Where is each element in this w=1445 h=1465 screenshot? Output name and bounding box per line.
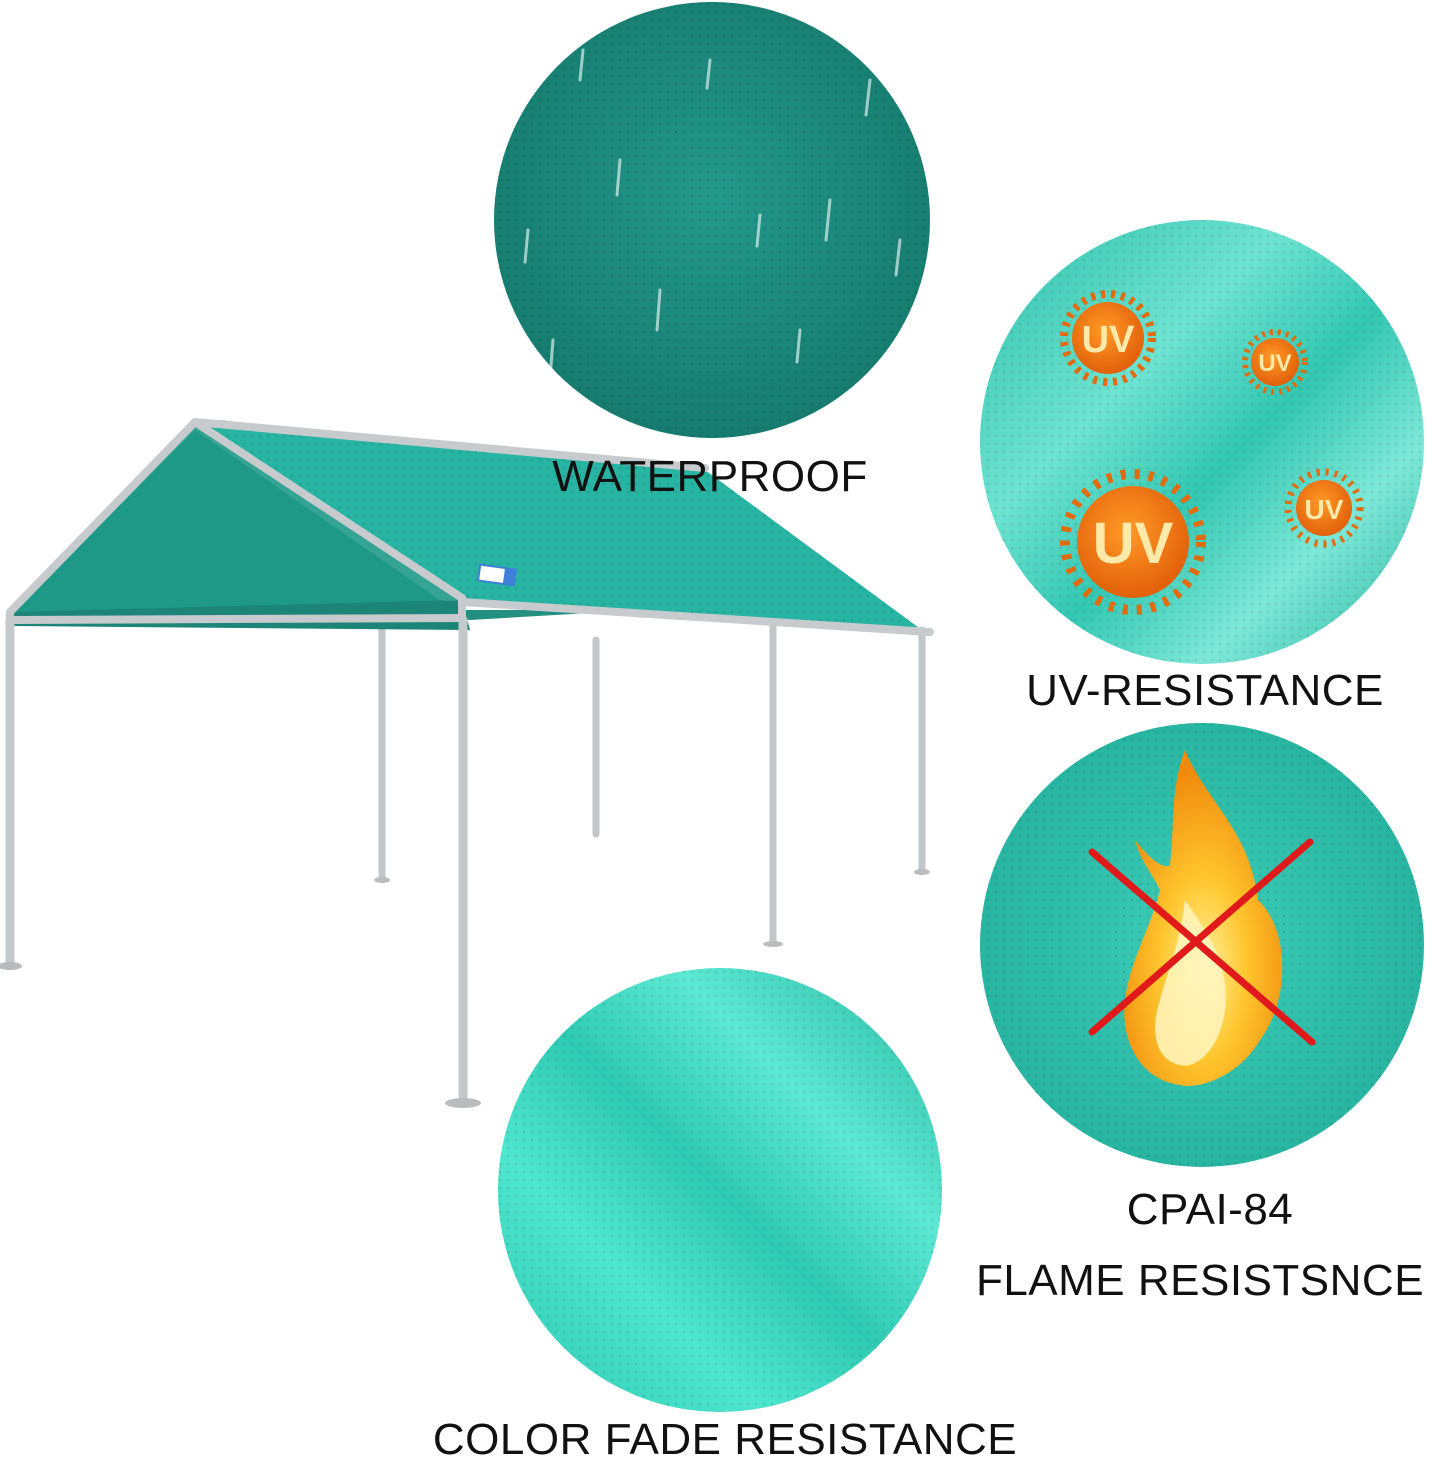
uv-sun-icon: UV (1060, 469, 1206, 615)
svg-text:UV: UV (1093, 511, 1174, 576)
uv-resistance-swatch: UV UV UV UV (980, 220, 1424, 664)
uv-sun-icon: UV (1060, 290, 1156, 386)
prohibited-cross-icon (1088, 838, 1316, 1046)
flame-resistance-label: FLAME RESISTSNCE (975, 1256, 1425, 1305)
color-fade-swatch (498, 968, 942, 1412)
uv-sun-icon: UV (1284, 468, 1364, 548)
uv-resistance-label: UV-RESISTANCE (1026, 666, 1384, 715)
svg-text:UV: UV (1258, 350, 1291, 377)
uv-sun-icon: UV (1242, 329, 1308, 395)
carport-canopy (0, 418, 934, 1108)
cpai-84-label: CPAI-84 (1126, 1185, 1294, 1234)
svg-text:UV: UV (1082, 319, 1135, 361)
flame-icon (1124, 750, 1283, 1086)
waterproof-label: WATERPROOF (552, 452, 868, 501)
color-fade-resistance-label: COLOR FADE RESISTANCE (432, 1415, 1018, 1464)
flame-resistance-swatch (980, 723, 1424, 1167)
waterproof-swatch (494, 2, 930, 438)
svg-text:UV: UV (1305, 494, 1344, 525)
